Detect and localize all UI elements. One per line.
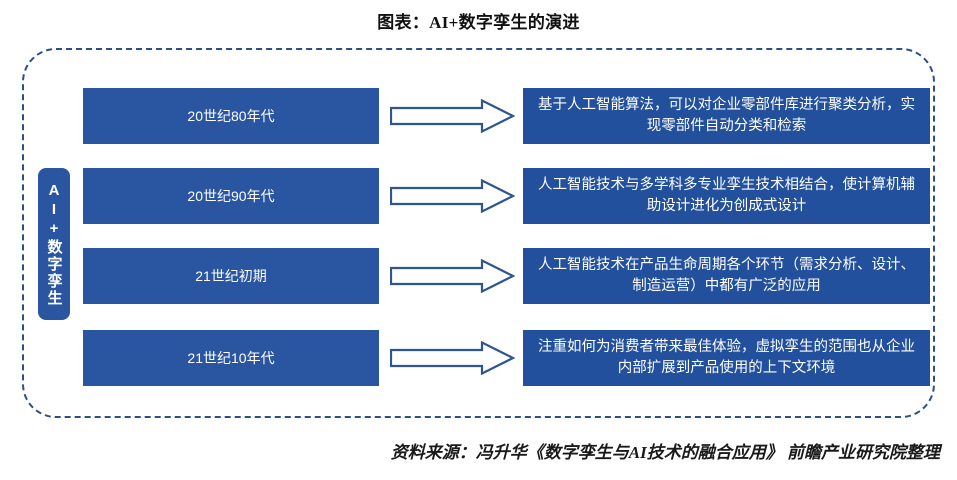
era-box-3[interactable]: 21世纪10年代 — [83, 330, 379, 386]
dashed-container-frame — [22, 48, 935, 418]
era-box-2[interactable]: 21世纪初期 — [83, 248, 379, 304]
era-box-0[interactable]: 20世纪80年代 — [83, 88, 379, 144]
description-box-2[interactable]: 人工智能技术在产品生命周期各个环节（需求分析、设计、制造运营）中都有广泛的应用 — [523, 248, 930, 304]
description-box-3[interactable]: 注重如何为消费者带来最佳体验，虚拟孪生的范围也从企业内部扩展到产品使用的上下文环… — [523, 330, 930, 386]
timeline-row: 20世纪80年代 基于人工智能算法，可以对企业零部件库进行聚类分析，实现零部件自… — [0, 88, 957, 144]
page-title: 图表：AI+数字孪生的演进 — [377, 13, 580, 32]
vertical-label-text: AI+数字孪生 — [45, 181, 63, 307]
description-box-0[interactable]: 基于人工智能算法，可以对企业零部件库进行聚类分析，实现零部件自动分类和检索 — [523, 88, 930, 144]
era-label-3: 21世纪10年代 — [187, 350, 275, 366]
right-arrow-icon-2 — [390, 259, 515, 293]
timeline-row: 21世纪10年代 注重如何为消费者带来最佳体验，虚拟孪生的范围也从企业内部扩展到… — [0, 330, 957, 386]
era-label-0: 20世纪80年代 — [187, 108, 275, 124]
right-arrow-icon-1 — [390, 179, 515, 213]
source-note: 资料来源：冯升华《数字孪生与AI技术的融合应用》 前瞻产业研究院整理 — [390, 443, 940, 462]
era-label-2: 21世纪初期 — [195, 268, 267, 284]
right-arrow-icon-0 — [390, 99, 515, 133]
description-box-1[interactable]: 人工智能技术与多学科多专业孪生技术相结合，使计算机辅助设计进化为创成式设计 — [523, 168, 930, 224]
description-text-1: 人工智能技术与多学科多专业孪生技术相结合，使计算机辅助设计进化为创成式设计 — [538, 176, 915, 214]
description-text-3: 注重如何为消费者带来最佳体验，虚拟孪生的范围也从企业内部扩展到产品使用的上下文环… — [538, 338, 915, 376]
timeline-row: 20世纪90年代 人工智能技术与多学科多专业孪生技术相结合，使计算机辅助设计进化… — [0, 168, 957, 224]
era-box-1[interactable]: 20世纪90年代 — [83, 168, 379, 224]
timeline-row: 21世纪初期 人工智能技术在产品生命周期各个环节（需求分析、设计、制造运营）中都… — [0, 248, 957, 304]
right-arrow-icon-3 — [390, 341, 515, 375]
vertical-axis-label-ai-digital-twin: AI+数字孪生 — [38, 168, 70, 320]
era-label-1: 20世纪90年代 — [187, 188, 275, 204]
description-text-0: 基于人工智能算法，可以对企业零部件库进行聚类分析，实现零部件自动分类和检索 — [538, 96, 915, 134]
description-text-2: 人工智能技术在产品生命周期各个环节（需求分析、设计、制造运营）中都有广泛的应用 — [538, 256, 915, 294]
